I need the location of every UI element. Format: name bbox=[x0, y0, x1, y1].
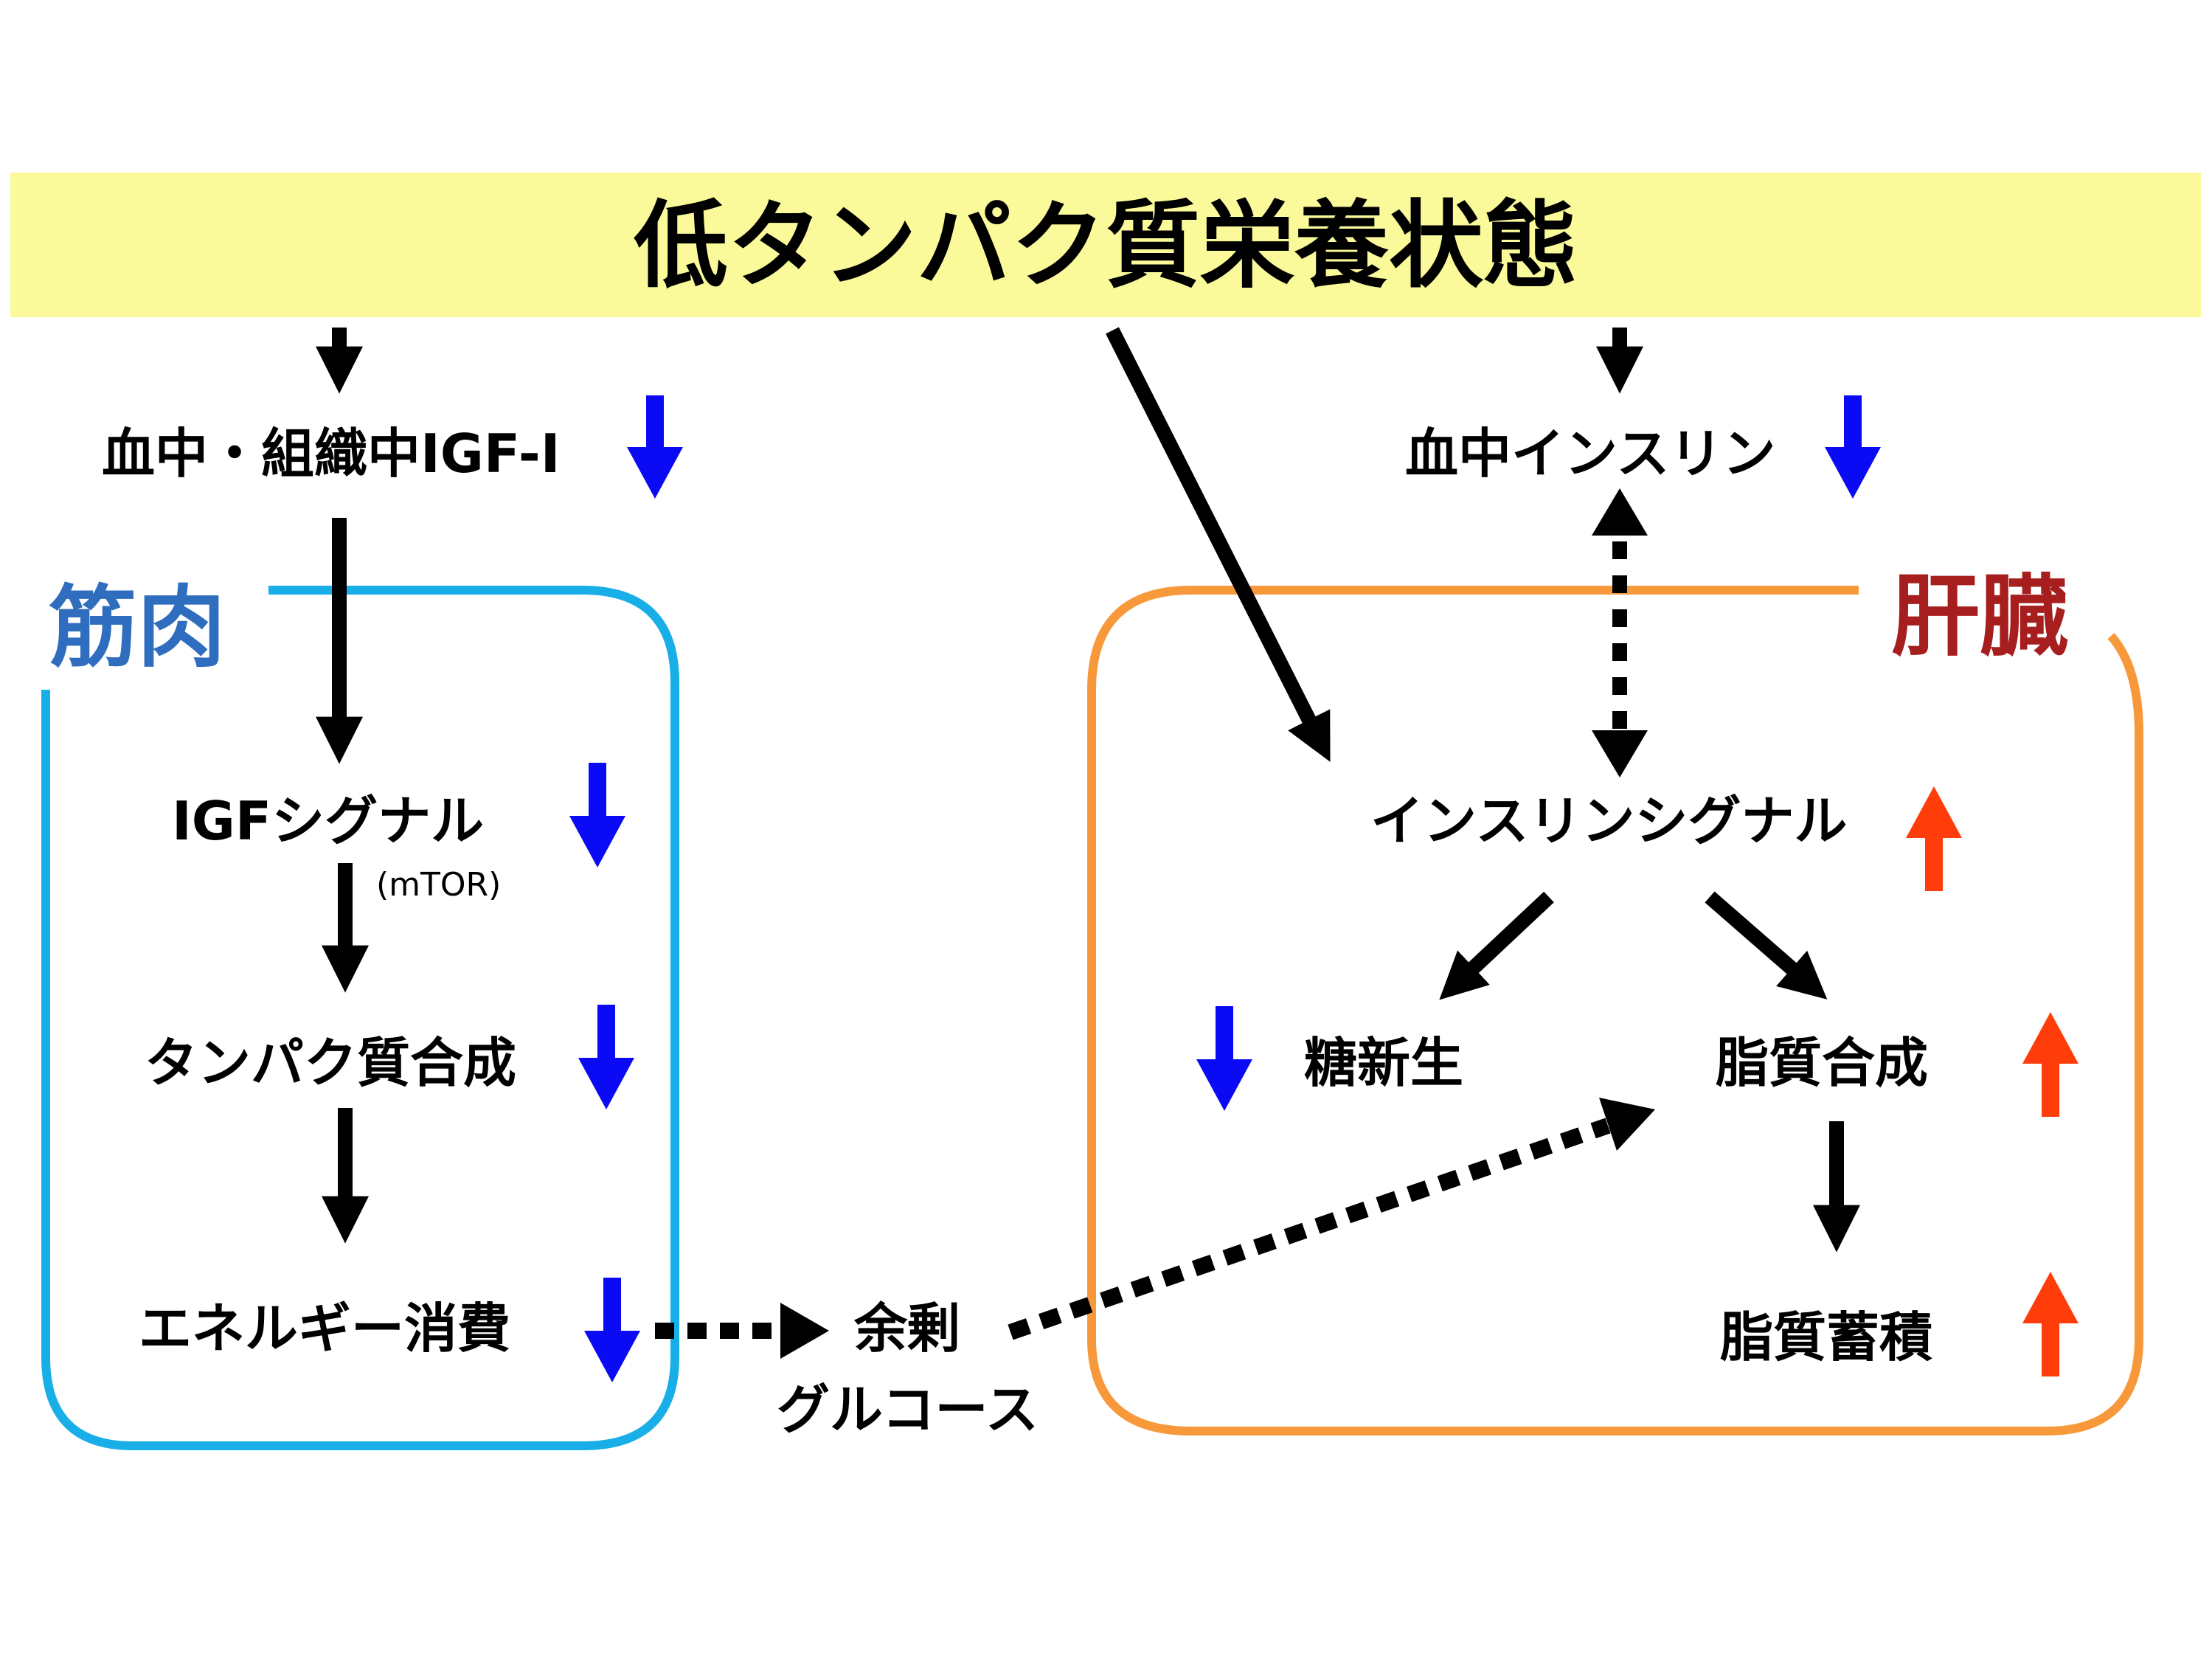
dotted-arrowhead-insulin-down bbox=[1592, 730, 1648, 777]
node-blood-insulin: 血中インスリン bbox=[1405, 423, 1776, 485]
dotted-arrowhead-insulin-up bbox=[1592, 488, 1648, 536]
decrease-arrow-icon-blood-igf bbox=[627, 395, 683, 499]
node-surplus: 余剰 bbox=[853, 1298, 960, 1360]
increase-arrow-icon-insulin-signal bbox=[1906, 786, 1962, 891]
decrease-arrow-icon-energy-consumption bbox=[584, 1278, 640, 1382]
liver-region-border bbox=[1087, 586, 2143, 1435]
dotted-arrowhead-surplus bbox=[780, 1303, 829, 1359]
banner-title: 低タンパク質栄養状態 bbox=[634, 191, 1578, 301]
banner-background bbox=[10, 173, 2201, 317]
node-glucose: グルコース bbox=[777, 1379, 1039, 1441]
increase-arrow-icon-lipid-synthesis bbox=[2022, 1012, 2078, 1117]
arrow-insulin-signal-to-gluconeogenesis bbox=[1439, 891, 1554, 1000]
node-mtor: (mTOR) bbox=[376, 866, 501, 904]
node-gluconeogenesis: 糖新生 bbox=[1304, 1032, 1463, 1094]
node-energy-consumption: エネルギー消費 bbox=[139, 1298, 510, 1360]
node-insulin-signal: インスリンシグナル bbox=[1370, 790, 1848, 852]
node-igf-signal: IGFシグナル bbox=[172, 790, 484, 852]
decrease-arrow-icon-gluconeogenesis bbox=[1196, 1006, 1252, 1111]
decrease-arrow-icon-blood-insulin bbox=[1825, 395, 1881, 499]
node-blood-igf: 血中・組織中IGF-I bbox=[102, 423, 561, 485]
arrow-banner-to-insulin-signal bbox=[1106, 327, 1331, 762]
muscle-region-border bbox=[41, 586, 679, 1450]
node-lipid-accumulation: 脂質蓄積 bbox=[1720, 1306, 1932, 1368]
decrease-arrow-icon-igf-signal bbox=[569, 763, 625, 867]
decrease-arrow-icon-protein-synthesis bbox=[578, 1005, 634, 1109]
liver-region-label: 肝臓 bbox=[1891, 566, 2068, 668]
dotted-arrow-glucose-to-lipid bbox=[1008, 1118, 1611, 1340]
node-protein-synthesis: タンパク質合成 bbox=[145, 1032, 516, 1094]
dotted-arrowhead-lipid bbox=[1599, 1098, 1655, 1151]
arrow-insulin-signal-to-lipid-synthesis bbox=[1705, 891, 1828, 1000]
muscle-region-label: 筋肉 bbox=[49, 577, 226, 679]
node-lipid-synthesis: 脂質合成 bbox=[1716, 1032, 1928, 1094]
increase-arrow-icon-lipid-accumulation bbox=[2022, 1272, 2078, 1376]
indicator-arrows bbox=[569, 395, 2078, 1382]
